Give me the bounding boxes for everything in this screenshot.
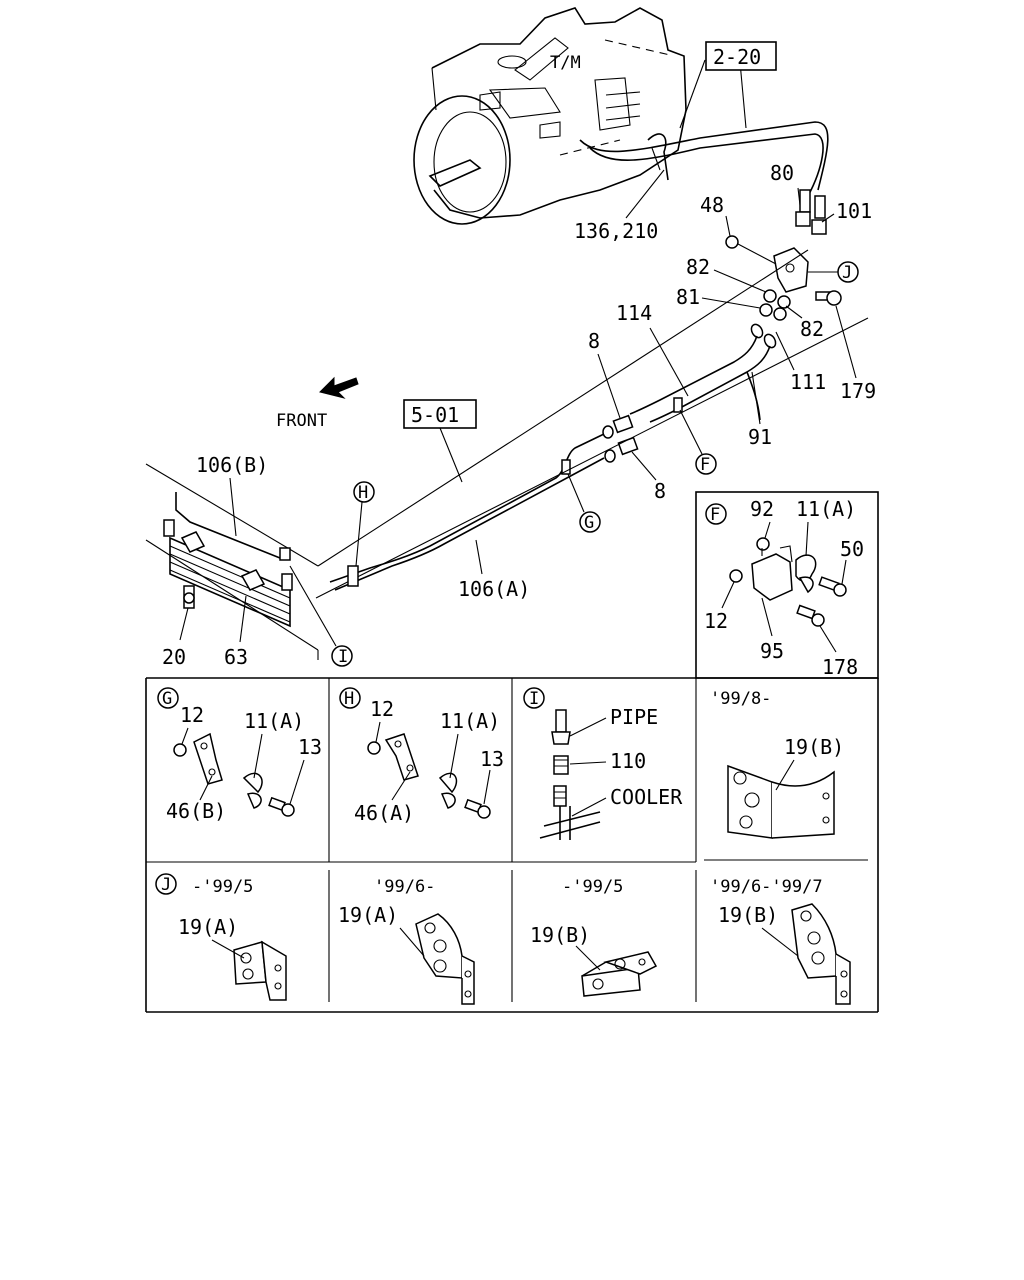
front-arrow-icon [319,376,359,399]
panel-f: F 92 11(A) 50 12 95 178 [704,497,864,679]
callout-8-lower: 8 [654,479,666,503]
panel-19b-mid: '99/6-'99/7 19(B) [710,877,851,1005]
panel-19a-late-callout: 19(A) [338,903,398,927]
ref-box-2-20 [705,41,777,71]
washer-82-upper [763,289,777,303]
callout-91: 91 [748,425,772,449]
panel-h-callout-12: 12 [370,697,394,721]
ref-2-20-label: 2-20 [713,45,761,69]
washer-82-lower [777,295,791,309]
union-8-upper [602,414,634,439]
callout-82-lower: 82 [800,317,824,341]
panel-i-pipe-label: PIPE [610,705,658,729]
bolt-20 [183,585,195,609]
ref-circle-g [579,511,601,533]
panel-grid [145,491,879,1013]
ref-circle-f [695,453,717,475]
pipe-end-111 [750,323,777,349]
pipe-106b [175,492,281,559]
clip-h-on-pipe [347,565,359,587]
ref-j-letter: J [842,263,852,283]
nut-48 [725,235,739,249]
oil-cooler-63 [163,519,293,628]
panel-19a-late: '99/6- 19(A) [338,877,475,1005]
clip-f-on-pipe [673,397,683,413]
callout-82-upper: 82 [686,255,710,279]
ref-h-letter: H [358,483,368,503]
callout-20: 20 [162,645,186,669]
fitting-101 [811,195,827,235]
ref-f-letter: F [700,455,710,475]
panel-g-callout-12: 12 [180,703,204,727]
panel-19b-early-date: -'99/5 [562,877,623,897]
panel-f-callout-95: 95 [760,639,784,663]
panel-h-callout-46a: 46(A) [354,801,414,825]
panel-f-callout-50: 50 [840,537,864,561]
tm-label: T/M [550,53,581,73]
ref-i-letter: I [338,647,348,667]
panel-19b-early-callout: 19(B) [530,923,590,947]
washer-81 [759,303,773,317]
pipe-114 [629,335,771,423]
panel-g-callout-46b: 46(B) [166,799,226,823]
ref-g-letter: G [584,513,594,533]
panel-j-marker: J [161,875,171,895]
panel-g-marker: G [162,689,172,709]
cooler-hose-2-20 [579,121,829,197]
panel-g-callout-11a: 11(A) [244,709,304,733]
callout-81: 81 [676,285,700,309]
callout-48: 48 [700,193,724,217]
transmission-illustration [413,7,687,225]
pipe-106a [329,433,605,591]
ref-5-01-label: 5-01 [411,403,459,427]
panel-h-callout-13: 13 [480,747,504,771]
panel-f-callout-92: 92 [750,497,774,521]
panel-19b-late-date: '99/8- [710,689,771,709]
ref-circle-i [331,645,353,667]
panel-h-marker: H [344,689,354,709]
callout-179: 179 [840,379,876,403]
union-8-lower [604,436,639,463]
panel-19b-mid-date: '99/6-'99/7 [710,877,823,897]
panel-g: G 12 11(A) 13 46(B) [157,687,322,823]
callout-63: 63 [224,645,248,669]
front-label: FRONT [276,411,327,431]
callout-136-210: 136,210 [574,219,658,243]
panel-19b-late: '99/8- 19(B) [710,689,844,839]
callout-80: 80 [770,161,794,185]
callout-114: 114 [616,301,652,325]
pipe-91 [746,371,761,421]
panel-f-callout-11a: 11(A) [796,497,856,521]
washer-82-b [773,307,787,321]
fitting-80 [795,189,811,227]
panel-g-callout-13: 13 [298,735,322,759]
clip-g-on-pipe [561,459,571,475]
panel-19b-late-callout: 19(B) [784,735,844,759]
panel-h: H 12 11(A) 13 46(A) [339,687,504,825]
panel-19a-late-date: '99/6- [374,877,435,897]
callout-8-upper: 8 [588,329,600,353]
panel-f-marker: F [710,505,720,525]
callout-106a: 106(A) [458,577,530,601]
bolt-179 [815,290,842,306]
ref-circle-h [353,481,375,503]
panel-j-callout-19a: 19(A) [178,915,238,939]
panel-i-callout-110: 110 [610,749,646,773]
panel-i-marker: I [529,689,539,709]
panel-f-callout-12: 12 [704,609,728,633]
panel-h-callout-11a: 11(A) [440,709,500,733]
panel-19b-early: -'99/5 19(B) [530,877,658,997]
panel-j-date: -'99/5 [192,877,253,897]
panel-f-callout-178: 178 [822,655,858,679]
callout-111: 111 [790,370,826,394]
callout-106b: 106(B) [196,453,268,477]
panel-19b-mid-callout: 19(B) [718,903,778,927]
panel-j: J -'99/5 19(A) [155,873,287,1001]
bracket-j [773,247,809,293]
panel-i-cooler-label: COOLER [610,785,683,809]
callout-101: 101 [836,199,872,223]
panel-i: I PIPE 110 COOLER [523,687,683,840]
